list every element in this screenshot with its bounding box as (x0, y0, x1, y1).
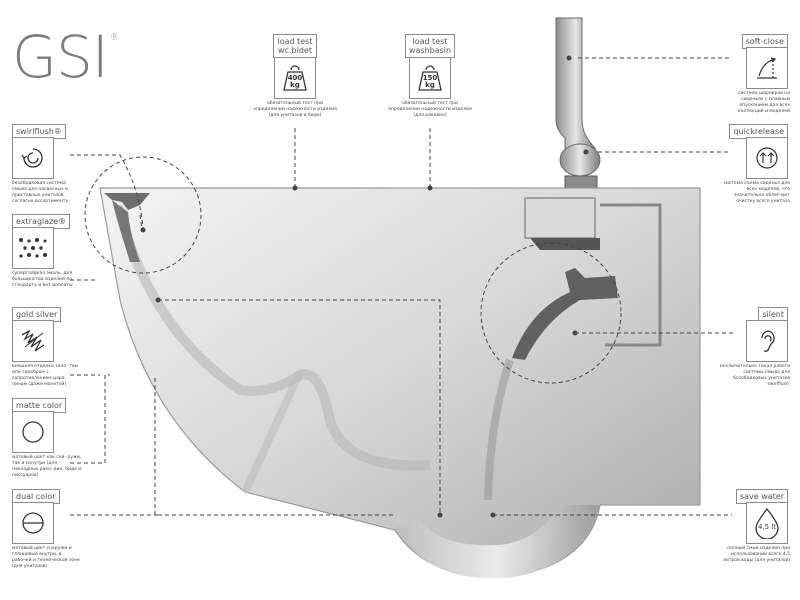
feature-desc: система съема сиденья для всех моделей, … (723, 181, 790, 204)
circle-icon (12, 411, 54, 453)
ear-icon (746, 320, 788, 362)
feature-matte-color: matte color матовый цвет как сна- ружи, … (2, 398, 88, 478)
feature-desc: исключительно тихая работа системы смыва… (719, 364, 790, 387)
feature-title: load test washbasin (404, 34, 456, 58)
feature-dual-color: dual color матовый цвет снаружи и глянце… (2, 489, 88, 579)
dots-icon (12, 227, 54, 269)
feature-quickrelease: quickrelease система съема сиденья для в… (712, 124, 798, 214)
feature-save-water: save water 4,5 lt полный смыв изделия пр… (712, 489, 798, 579)
trap-profile (512, 268, 618, 360)
feature-desc: суперглядкая эмаль, для большинства изде… (12, 271, 73, 288)
toilet-body (99, 187, 701, 578)
feature-title: load test wc.bidet (273, 34, 317, 58)
weight-unit: kg (290, 81, 300, 89)
feature-desc: обязательный тест при определении надежн… (253, 101, 337, 118)
brand-logo: GSI® (12, 23, 119, 91)
feature-desc: внешняя отделка золо- том или серебром с… (12, 364, 78, 387)
feature-gold-silver: gold silver внешняя отделка золо- том ил… (2, 307, 88, 387)
feature-desc: матовый цвет снаружи и глянцевый внутри,… (12, 546, 80, 569)
feature-desc: обязательный тест при определении надежн… (388, 101, 472, 118)
feature-desc: матовый цвет как сна- ружи, так и изнутр… (12, 455, 82, 478)
zigzag-icon (12, 320, 54, 362)
weight-value: 400 (287, 74, 303, 82)
swirl-icon (12, 137, 54, 179)
feature-soft-close: soft-close система шарниров на сиденьях … (712, 34, 798, 124)
arrows-up-icon (746, 137, 788, 179)
half-circle-icon (12, 502, 54, 544)
feature-desc: безободковая система смыва для наcвесных… (12, 181, 69, 204)
soft-close-icon (746, 47, 788, 89)
weight-value: 150 (422, 74, 438, 82)
feature-extraglaze: extraglaze® суперглядкая эмаль, для боль… (2, 214, 88, 294)
save-water-amount: 4,5 lt (757, 523, 777, 531)
rim-profile (104, 193, 150, 210)
feature-swirlflush: swirlflush® безободковая система смыва д… (2, 124, 88, 204)
feature-desc: полный смыв изделия при использовании вс… (723, 546, 790, 563)
feature-desc: система шарниров на сиденьях с плавным о… (737, 91, 790, 114)
feature-silent: silent исключительно тихая работа систем… (712, 307, 798, 397)
drop-icon: 4,5 lt (746, 502, 788, 544)
weight-unit: kg (425, 81, 435, 89)
